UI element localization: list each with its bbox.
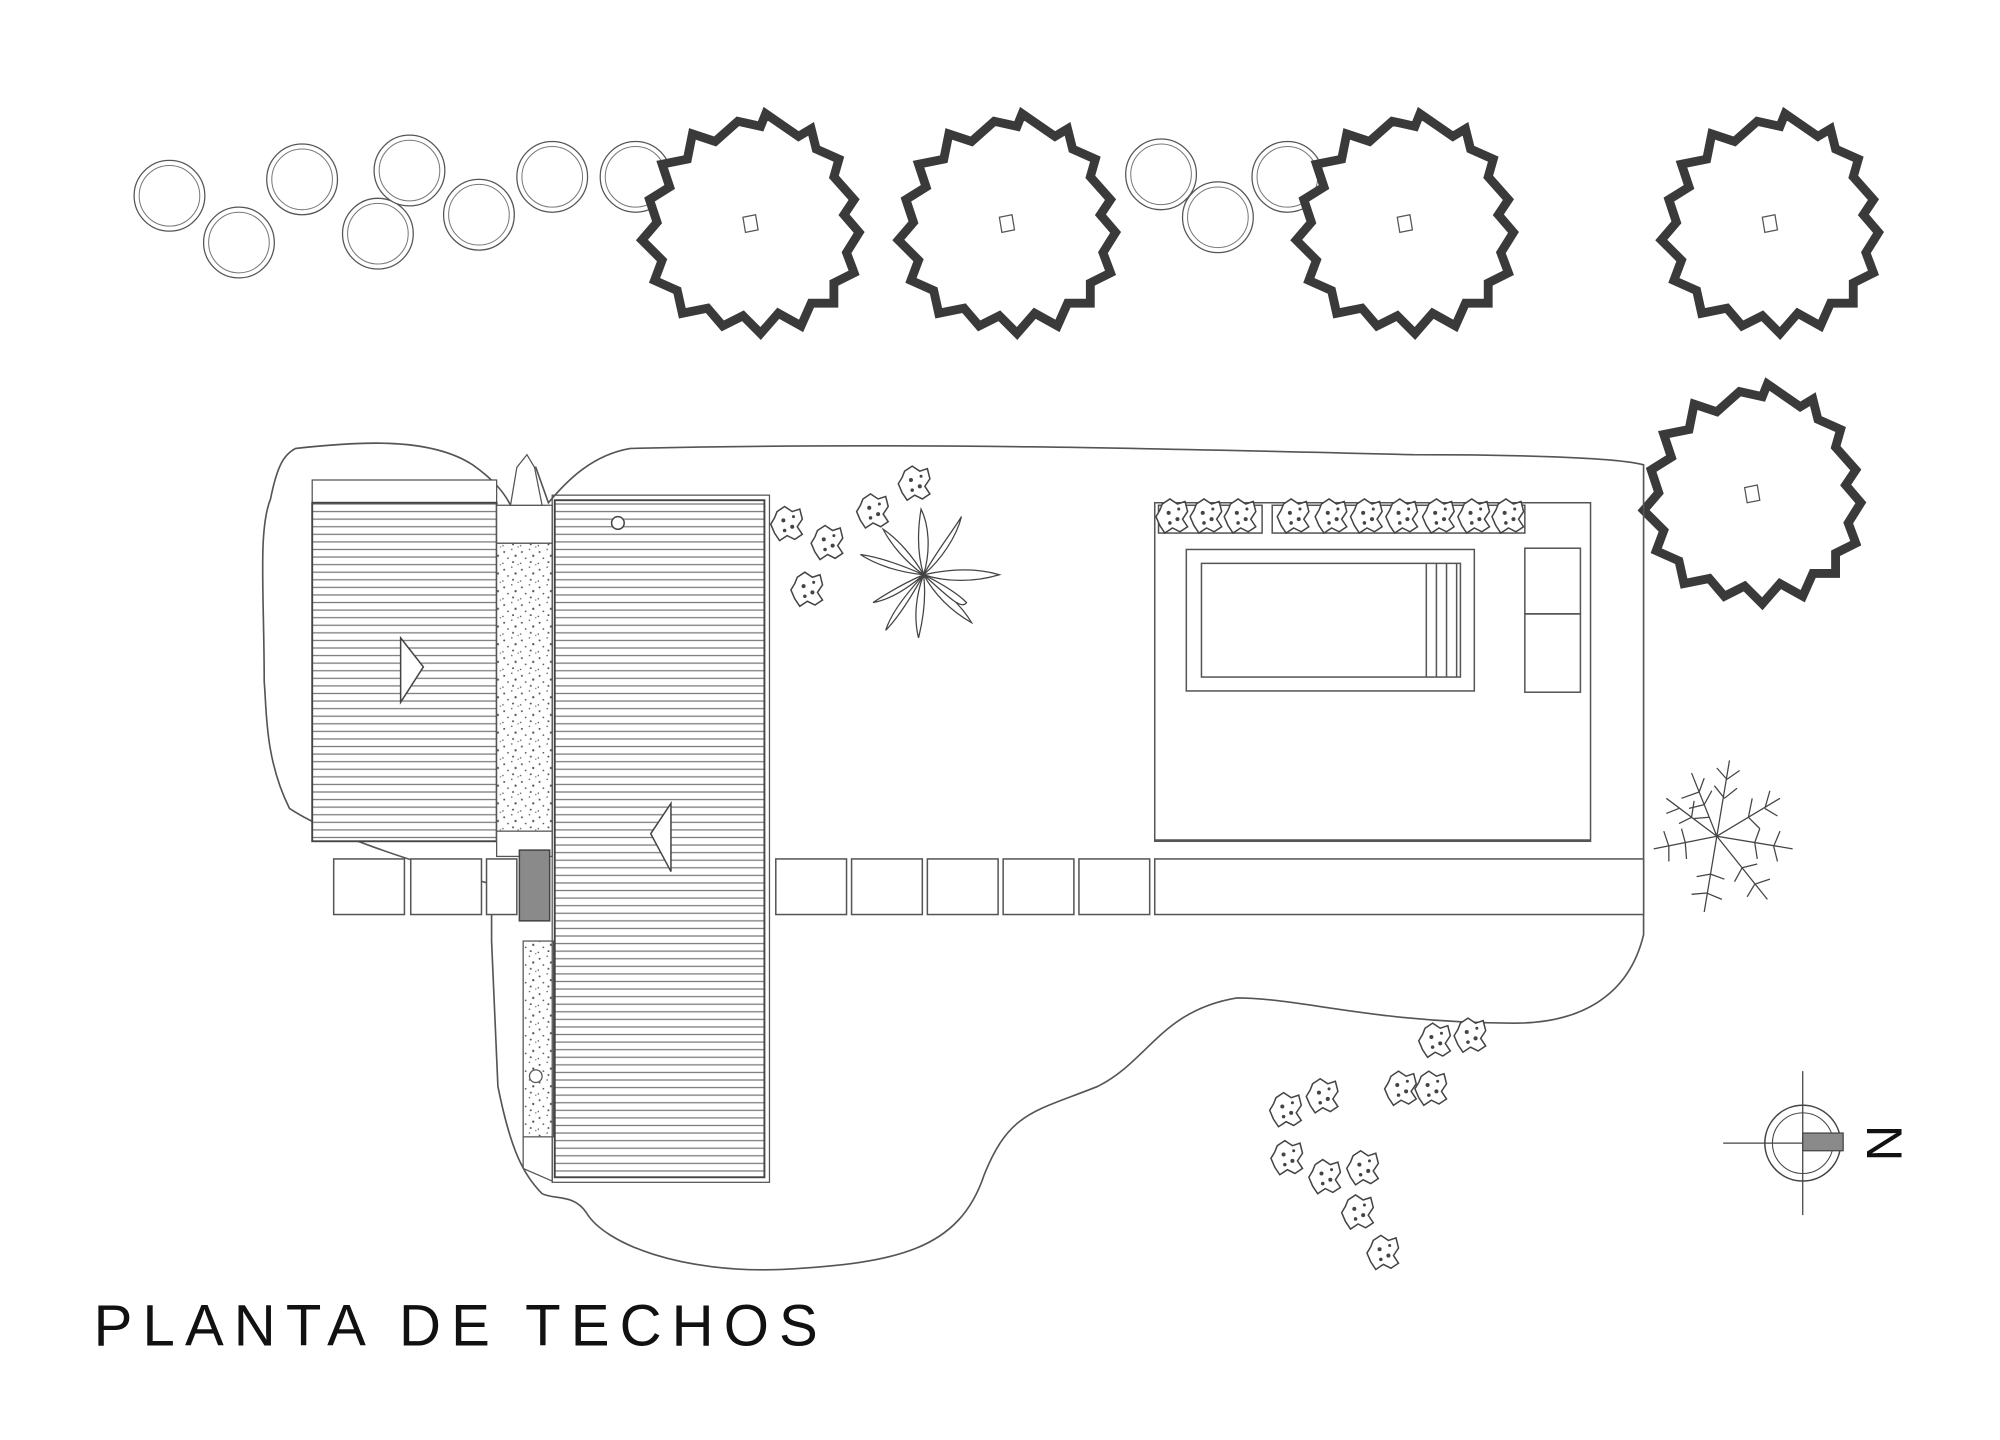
shrub-icon: [1491, 498, 1525, 534]
tree-icon: [898, 114, 1115, 334]
tree-icon: [1125, 138, 1198, 211]
shrub-icon: [790, 571, 824, 608]
shrub-icon: [1189, 498, 1223, 534]
tree-icon: [266, 143, 339, 216]
tree-icon: [373, 134, 446, 207]
shrub-icon: [1453, 1017, 1487, 1053]
gravel-strip: [495, 453, 555, 1183]
shrub-icon: [810, 524, 844, 561]
left-roof: [311, 479, 498, 843]
tree-icon: [1296, 114, 1513, 334]
shrub-icon: [1414, 1070, 1448, 1107]
shrub-icon: [1340, 1194, 1375, 1230]
shrub-icon: [1268, 1091, 1303, 1128]
shrub-icon: [1349, 498, 1383, 534]
planter-shrubs: [1155, 498, 1525, 534]
garden-shrubs-bottom: [1268, 1017, 1487, 1271]
tree-icon: [516, 140, 589, 213]
main-roof: [551, 494, 771, 1183]
shrub-icon: [1345, 1149, 1380, 1186]
shrub-icon: [769, 505, 804, 542]
shrub-icon: [1305, 1077, 1339, 1114]
shrub-icon: [1417, 1022, 1452, 1059]
shrub-icon: [1155, 498, 1189, 534]
tree-icon: [1181, 181, 1254, 254]
tree-icon: [202, 206, 275, 279]
north-letter: N: [1856, 1125, 1913, 1161]
north-arrow-icon: N: [1723, 1071, 1913, 1216]
walkway-pavers: [332, 849, 1645, 922]
tree-icon: [1661, 114, 1878, 334]
shrub-icon: [1366, 1234, 1400, 1271]
shrub-icon: [1421, 498, 1455, 534]
agave-icon: [860, 507, 1002, 639]
shrub-icon: [1276, 498, 1310, 534]
palm-icon: [1653, 760, 1793, 913]
shrub-icon: [1314, 498, 1348, 534]
tree-icon: [1644, 384, 1861, 604]
tree-icon: [642, 114, 859, 334]
shrub-icon: [1385, 498, 1419, 534]
shrub-icon: [1383, 1070, 1417, 1107]
tree-icon: [341, 197, 414, 270]
shrub-icon: [1270, 1139, 1304, 1176]
shrub-icon: [1223, 498, 1257, 534]
shrub-icon: [1308, 1158, 1342, 1195]
shrub-icon: [1457, 498, 1491, 534]
tree-icon: [133, 159, 206, 232]
drawing-title: PLANTA DE TECHOS: [94, 1293, 828, 1358]
tree-icon: [442, 178, 515, 251]
shrub-icon: [855, 493, 889, 529]
shrub-icon: [897, 465, 931, 501]
pool-area: [1153, 501, 1592, 843]
